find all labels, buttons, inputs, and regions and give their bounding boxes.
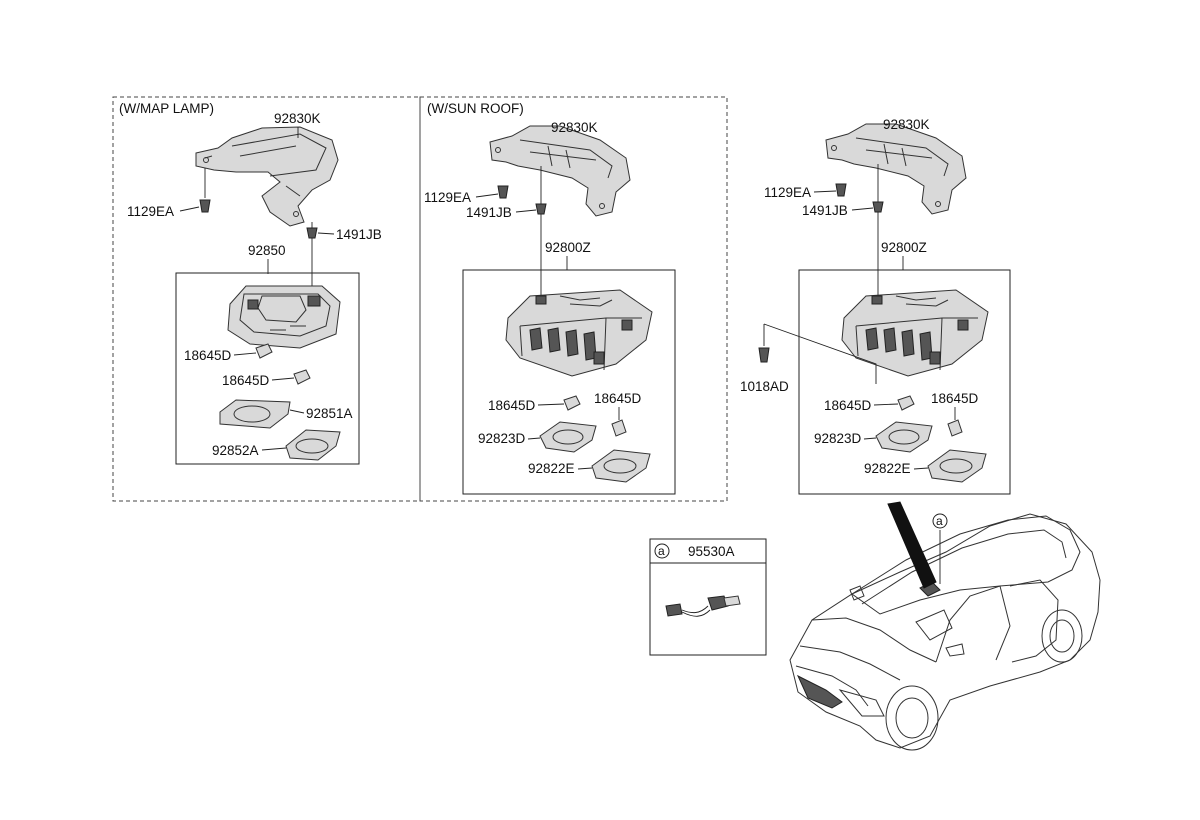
sun-roof-lens-b xyxy=(591,449,651,483)
std-clip xyxy=(872,164,884,296)
harness-wire xyxy=(665,595,741,617)
sun-roof-bulb-b xyxy=(611,419,627,437)
sun-roof-clip-label: 1491JB xyxy=(466,205,512,220)
std-lens-a-label: 92823D xyxy=(814,431,862,446)
map-lamp-assy-frame xyxy=(175,272,360,465)
sun-roof-bulb-b-label: 18645D xyxy=(594,391,642,406)
sun-roof-group-frame xyxy=(419,96,728,502)
sun-roof-assy-label: 92800Z xyxy=(545,240,591,255)
harness-ref-letter: a xyxy=(658,544,665,558)
map-lamp-lens-a-label: 92851A xyxy=(306,406,353,421)
std-screw-label: 1129EA xyxy=(764,185,811,200)
sun-roof-group-title: (W/SUN ROOF) xyxy=(427,101,524,116)
map-lamp-housing xyxy=(227,285,341,349)
std-lens-b xyxy=(927,449,987,483)
sun-roof-screw-label: 1129EA xyxy=(424,190,471,205)
std-bracket xyxy=(825,123,967,215)
map-lamp-bulb-b xyxy=(293,369,311,385)
sun-roof-bracket-label: 92830K xyxy=(551,120,598,135)
map-lamp-bulb-a xyxy=(255,343,273,359)
map-lamp-bulb-b-label: 18645D xyxy=(222,373,270,388)
sun-roof-bracket xyxy=(489,125,631,217)
harness-label: 95530A xyxy=(688,544,735,559)
map-lamp-lens-b xyxy=(285,429,341,461)
std-bulb-a xyxy=(897,395,915,411)
map-lamp-screw-label: 1129EA xyxy=(127,204,174,219)
sun-roof-assy-frame xyxy=(462,269,676,495)
harness-frame xyxy=(649,538,767,656)
std-lens-a xyxy=(875,421,933,453)
std-bolt-label: 1018AD xyxy=(740,379,789,394)
std-screw xyxy=(835,183,847,197)
map-lamp-screw xyxy=(199,168,211,213)
std-bracket-label: 92830K xyxy=(883,117,930,132)
sun-roof-lamp-housing xyxy=(505,289,653,377)
vehicle-illustration xyxy=(789,501,1101,751)
sun-roof-bulb-a-label: 18645D xyxy=(488,398,536,413)
std-clip-label: 1491JB xyxy=(802,203,848,218)
std-bulb-a-label: 18645D xyxy=(824,398,872,413)
sun-roof-lens-a-label: 92823D xyxy=(478,431,526,446)
map-lamp-lens-b-label: 92852A xyxy=(212,443,259,458)
map-lamp-bracket-label: 92830K xyxy=(274,111,321,126)
sun-roof-clip xyxy=(535,166,547,296)
sun-roof-lens-b-label: 92822E xyxy=(528,461,575,476)
std-assy-label: 92800Z xyxy=(881,240,927,255)
std-lens-b-label: 92822E xyxy=(864,461,911,476)
sun-roof-bulb-a xyxy=(563,395,581,411)
map-lamp-bulb-a-label: 18645D xyxy=(184,348,232,363)
std-bulb-b xyxy=(947,419,963,437)
vehicle-ref-letter: a xyxy=(936,514,943,528)
map-lamp-clip-label: 1491JB xyxy=(336,227,382,242)
vehicle-ref-circle xyxy=(932,513,948,529)
map-lamp-group-frame xyxy=(112,96,421,502)
map-lamp-lens-a xyxy=(219,399,291,429)
map-lamp-assy-label: 92850 xyxy=(248,243,286,258)
map-lamp-group-title: (W/MAP LAMP) xyxy=(119,101,214,116)
std-lamp-housing xyxy=(841,289,989,377)
sun-roof-lens-a xyxy=(539,421,597,453)
harness-ref-circle xyxy=(654,543,670,559)
map-lamp-bracket xyxy=(195,126,339,227)
std-bolt xyxy=(758,323,877,384)
std-assy-frame xyxy=(798,269,1011,495)
map-lamp-clip xyxy=(306,222,318,292)
std-bulb-b-label: 18645D xyxy=(931,391,979,406)
sun-roof-screw xyxy=(497,185,509,199)
